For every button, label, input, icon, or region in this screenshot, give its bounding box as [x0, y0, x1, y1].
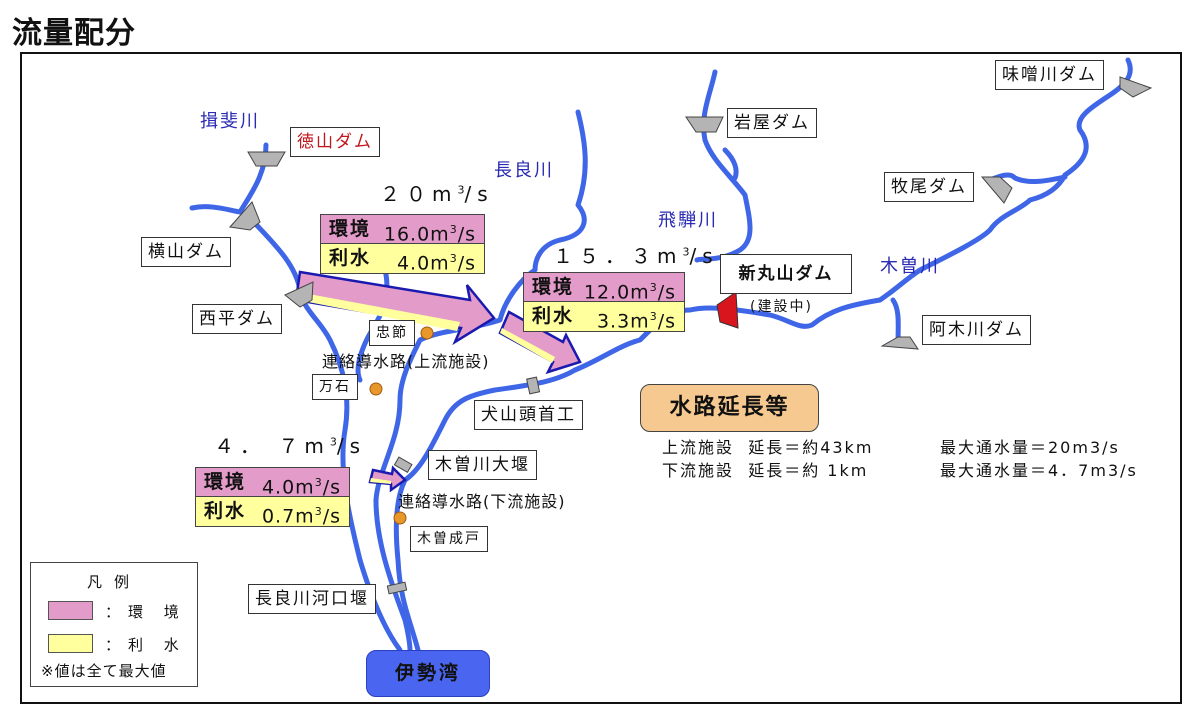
flow-arrow-upper: [294, 270, 496, 346]
hida-river-label: 飛騨川: [658, 210, 718, 231]
upstream-channel-label: 連絡導水路(上流施設): [322, 352, 490, 371]
ajigawa-dam-icon: [880, 336, 919, 350]
ise-bay: 伊勢湾: [366, 650, 490, 697]
flow-total-upper: ２０m3/s: [380, 182, 494, 206]
ibi-river-label: 揖斐川: [200, 111, 260, 132]
makio-dam-label: 牧尾ダム: [884, 172, 974, 202]
iwaya-dam-label: 岩屋ダム: [727, 108, 817, 138]
chusetsu-label: 忠節: [369, 320, 415, 346]
iwaya-dam-icon: [685, 116, 724, 133]
tokuyama-dam-icon: [247, 151, 286, 167]
nagara-estuary-weir-icon: [386, 581, 408, 595]
nishihira-dam-label: 西平ダム: [192, 304, 282, 334]
shinmaruyama-dam-icon: [716, 291, 739, 329]
map-frame: [20, 52, 1182, 704]
environment-swatch: [48, 601, 93, 620]
channel-specs-heading: 水路延長等: [640, 384, 819, 432]
kiso-oozeki-label: 木曽川大堰: [428, 450, 537, 480]
downstream-facility-spec: 下流施設 延長＝約 1km: [662, 461, 869, 480]
yokoyama-dam-icon: [229, 201, 261, 231]
legend: 凡例 ：環 境 ：利 水 ※値は全て最大値: [30, 562, 198, 687]
shinmaruyama-dam-label: 新丸山ダム: [720, 254, 852, 294]
nagara-river-label: 長良川: [494, 160, 554, 181]
kiso-naruto-label: 木曽成戸: [410, 526, 488, 552]
inuyama-weir-icon: [526, 376, 541, 395]
makio-dam-icon: [980, 176, 1013, 204]
tokuyama-dam-label: 徳山ダム: [290, 127, 380, 157]
flow-arrow-lower: [368, 465, 407, 493]
misogawa-dam-label: 味噌川ダム: [995, 60, 1104, 90]
kiso-naruto-point-icon: [393, 511, 407, 525]
chusetsu-point-icon: [420, 326, 434, 340]
nagara-estuary-weir-label: 長良川河口堰: [248, 584, 376, 614]
hida-tributary: [722, 147, 739, 181]
kiso-river-lower: [393, 367, 578, 653]
environment-legend-label: ：環 境: [105, 603, 187, 621]
shinmaruyama-status: (建設中): [750, 299, 813, 315]
water-use-swatch: [48, 634, 93, 653]
upstream-capacity: 最大通水量＝20m3/s: [940, 438, 1120, 457]
yokoyama-dam-label: 横山ダム: [141, 237, 231, 267]
kiso-oozeki-weir-icon: [393, 456, 413, 474]
page-title: 流量配分: [12, 16, 136, 51]
flow-total-middle: １５．３m3/s: [553, 244, 719, 268]
mangoku-label: 万石: [312, 374, 358, 400]
downstream-channel-label: 連絡導水路(下流施設): [398, 492, 566, 511]
upstream-facility-spec: 上流施設 延長＝約43km: [662, 438, 874, 457]
misogawa-dam-icon: [1119, 76, 1153, 98]
water-use-legend-label: ：利 水: [105, 636, 187, 654]
downstream-capacity: 最大通水量＝4．7m3/s: [940, 461, 1138, 480]
flow-total-lower: ４． ７m3/s: [214, 434, 367, 458]
flow-arrow-middle: [498, 310, 582, 375]
legend-title: 凡例: [86, 573, 141, 591]
ibi-river: [189, 142, 269, 215]
mangoku-point-icon: [369, 382, 383, 396]
nishihira-dam-icon: [284, 281, 314, 308]
legend-note: ※値は全て最大値: [41, 662, 167, 680]
kiso-river-label: 木曽川: [880, 256, 940, 277]
kiso-river-trunk: [572, 57, 1133, 373]
ajigawa-dam-label: 阿木川ダム: [922, 315, 1031, 345]
inuyama-weir-label: 犬山頭首工: [474, 400, 583, 430]
